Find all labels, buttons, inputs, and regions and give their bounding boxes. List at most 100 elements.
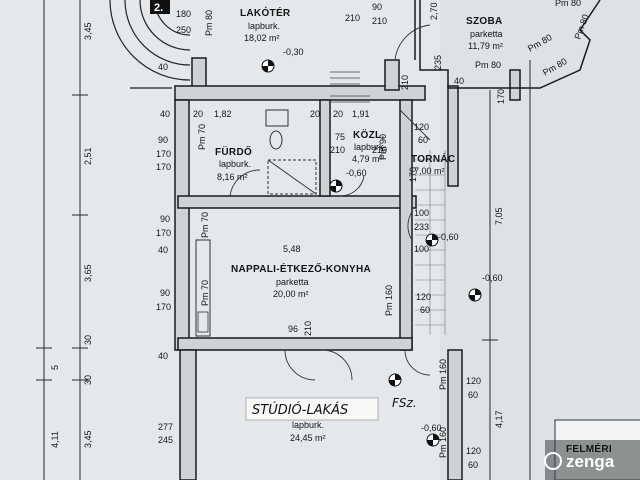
side-40-a: 40 (160, 109, 170, 119)
kozl-stairs (330, 71, 370, 103)
door-swings (229, 24, 431, 381)
side-170-b: 170 (156, 228, 171, 238)
dim-60-a: 60 (418, 135, 428, 145)
room-name-kozl: KÖZL. (353, 128, 385, 141)
vdim-345-b: 3,45 (83, 430, 93, 448)
vdim-417: 4,17 (494, 410, 504, 428)
pm80-top: Pm 80 (555, 0, 581, 8)
vdim-30-a: 30 (83, 335, 93, 345)
pm160-c: Pm 160 (438, 427, 448, 458)
side-170-c: 170 (156, 302, 171, 312)
dim-60-c: 60 (468, 390, 478, 400)
room-level-kozl: -0,60 (346, 168, 367, 178)
watermark-text: zenga (566, 452, 615, 471)
title-fragment: FELMÉRI (566, 442, 612, 455)
pm160-b: Pm 160 (438, 359, 448, 390)
dim-233: 233 (414, 222, 429, 232)
vdim-411: 4,11 (50, 431, 60, 448)
dim-250: 250 (176, 25, 191, 35)
dim-120-a: 120 (414, 122, 429, 132)
side-40-b: 40 (158, 245, 168, 255)
paper-shadow (440, 0, 640, 480)
dim-90-top: 90 (372, 2, 382, 12)
vdim-5: 5 (50, 365, 60, 370)
side-40-c: 40 (158, 351, 168, 361)
dim-96: 96 (288, 324, 298, 334)
dim-20-a: 20 (193, 109, 203, 119)
vdim-705: 7,05 (494, 207, 504, 225)
side-170-d: 170 (496, 89, 506, 104)
vdim-345-a: 3,45 (83, 22, 93, 40)
room-name-tornac: TORNÁC (411, 152, 455, 165)
vdim-251: 2,51 (83, 147, 93, 165)
dim-210-top: 210 (345, 13, 360, 23)
pm70-c: Pm 70 (200, 280, 210, 306)
room-area-lakoter: 18,02 m² (244, 33, 280, 43)
bathroom-fixtures (265, 109, 317, 195)
stair-number-box (150, 0, 170, 14)
dim-245: 245 (158, 435, 173, 445)
dim-210-kozl: 210 (330, 145, 345, 155)
pm80-a: Pm 80 (475, 60, 501, 70)
room-area-nappali: 20,00 m² (273, 289, 309, 299)
room-name-szoba: SZOBA (466, 16, 503, 27)
room-name-lakoter: LAKÓTÉR (240, 6, 291, 19)
left-dimension-lines (36, 0, 531, 480)
dim-120-b: 120 (416, 292, 431, 302)
room-area-furdo: 8,16 m² (217, 172, 248, 182)
room-name-nappali: NAPPALI-ÉTKEZŐ-KONYHA (231, 262, 371, 275)
room-name-furdo: FÜRDŐ (215, 145, 252, 158)
pm70-b: Pm 70 (200, 212, 210, 238)
side-90-c: 90 (160, 288, 170, 298)
floor-code: FSz. (392, 396, 417, 410)
room-area-studio: 24,45 m² (290, 433, 326, 443)
dim-270: 2,70 (429, 2, 439, 20)
corner-number: 2. (154, 2, 163, 14)
dim-191: 1,91 (352, 109, 370, 119)
pm70-a: Pm 70 (197, 124, 207, 150)
room-floor-furdo: lapburk. (219, 159, 251, 169)
room-floor-nappali: parketta (276, 277, 309, 287)
dim-210-door: 210 (303, 321, 313, 336)
level-060-c: -0,60 (421, 423, 442, 433)
side-90-a: 90 (158, 135, 168, 145)
room-floor-lakoter: lapburk. (248, 21, 280, 31)
room-area-szoba: 11,79 m² (468, 41, 503, 51)
room-floor-kozl: lapburk. (354, 142, 386, 152)
room-floor-szoba: parketta (470, 29, 503, 39)
studio-stamp: STÚDIÓ-LAKÁS (252, 402, 348, 418)
dim-210-top2: 210 (372, 16, 387, 26)
room-area-kozl: 4,79 m² (352, 154, 383, 164)
spiral-stair (109, 0, 191, 89)
level-markers (261, 59, 482, 447)
dim-100-a: 100 (414, 208, 429, 218)
dim-60-b: 60 (420, 305, 430, 315)
dim-75: 75 (335, 132, 345, 142)
room-level-lakoter: -0,30 (283, 47, 304, 57)
studio-stamp-box (245, 397, 379, 421)
dim-548: 5,48 (283, 244, 301, 254)
side-40-d: 40 (158, 62, 168, 72)
side-20: 20 (310, 109, 320, 119)
dim-60-d: 60 (468, 460, 478, 470)
walls (174, 57, 521, 480)
pm80-e: Pm 80 (204, 10, 214, 36)
vdim-365: 3,65 (83, 264, 93, 282)
dim-235: 235 (433, 55, 443, 70)
pm90: Pm 90 (378, 134, 388, 160)
room-floor-studio: lapburk. (292, 420, 324, 430)
zenga-watermark: zenga (544, 452, 615, 471)
dim-120-c: 120 (466, 376, 481, 386)
vdim-30-b: 30 (83, 375, 93, 385)
kitchen-sink (197, 311, 209, 333)
dim-182: 1,82 (214, 109, 232, 119)
dim-180: 180 (176, 9, 191, 19)
dim-277: 277 (158, 422, 173, 432)
level-060-b: -0,60 (482, 273, 503, 283)
side-90-b: 90 (160, 214, 170, 224)
dim-20-b: 20 (333, 109, 343, 119)
kitchen-counter (195, 239, 211, 337)
side-170-e: 170 (408, 167, 418, 182)
